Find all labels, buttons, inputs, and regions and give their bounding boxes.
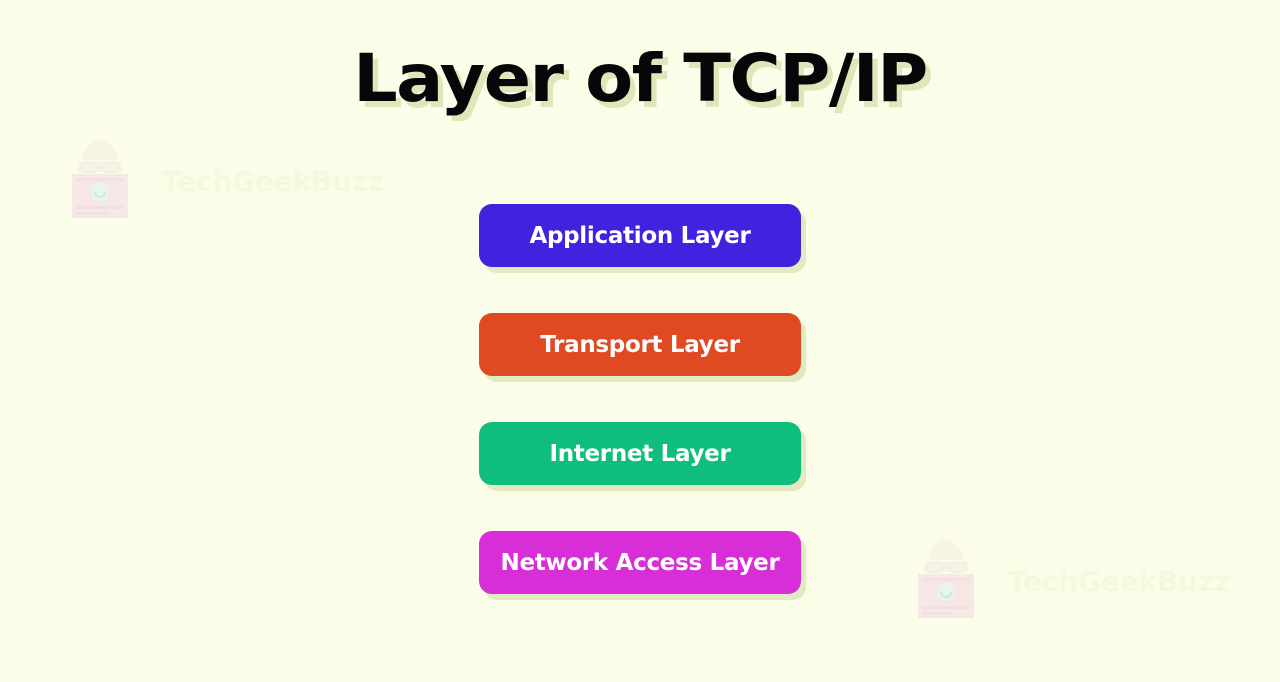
layer-box-transport[interactable]: Transport Layer	[479, 313, 801, 376]
page-title: Layer of TCP/IP	[353, 40, 928, 117]
layer-box-application[interactable]: Application Layer	[479, 204, 801, 267]
tcp-ip-layer-stack: Application Layer Transport Layer Intern…	[479, 204, 801, 594]
watermark-top-left: TechGeekBuzz	[60, 138, 384, 224]
watermark-text: TechGeekBuzz	[162, 164, 384, 198]
watermark-bottom-right: TechGeekBuzz	[906, 538, 1230, 624]
watermark-text: TechGeekBuzz	[1008, 564, 1230, 598]
layer-box-network-access[interactable]: Network Access Layer	[479, 531, 801, 594]
layer-label-transport: Transport Layer	[540, 331, 740, 358]
techgeekbuzz-mascot-icon	[918, 540, 974, 618]
layer-label-application: Application Layer	[529, 222, 751, 249]
layer-box-internet[interactable]: Internet Layer	[479, 422, 801, 485]
layer-label-network-access: Network Access Layer	[500, 549, 780, 576]
layer-label-internet: Internet Layer	[549, 440, 731, 467]
techgeekbuzz-mascot-icon	[72, 140, 128, 218]
